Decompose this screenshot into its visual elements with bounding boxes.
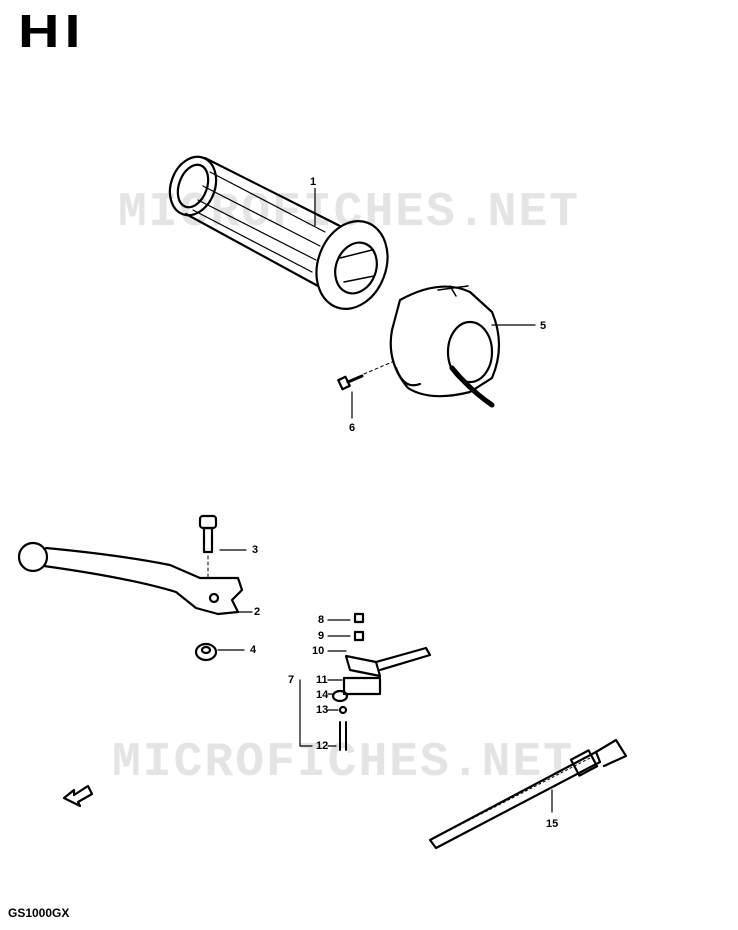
callout-12: 12 [316,740,329,752]
watermark: MICROFICHES.NET [112,736,575,790]
pivot-bolt-part [198,514,247,581]
callout-4: 4 [250,644,257,656]
page-code: HI [18,5,86,57]
callout-11: 11 [316,674,328,686]
front-arrow-icon [62,784,94,808]
callout-3: 3 [252,544,259,556]
callout-1: 1 [310,176,317,188]
callout-7: 7 [288,674,295,686]
callout-6: 6 [349,422,356,434]
lever-part [17,541,253,616]
callout-8: 8 [318,614,325,626]
nut-part [194,642,245,662]
callout-15: 15 [546,818,559,830]
switch-housing-part [389,285,536,408]
callout-2: 2 [254,606,261,618]
switch-stack-part [299,612,432,751]
screw-part [337,361,393,419]
cable-tie-part [428,738,628,850]
callout-9: 9 [318,630,325,642]
callout-13: 13 [316,704,329,716]
grip-part [168,155,389,310]
callout-10: 10 [312,645,325,657]
callout-14: 14 [316,689,329,701]
callout-5: 5 [540,320,547,332]
model-code: GS1000GX [8,906,70,920]
